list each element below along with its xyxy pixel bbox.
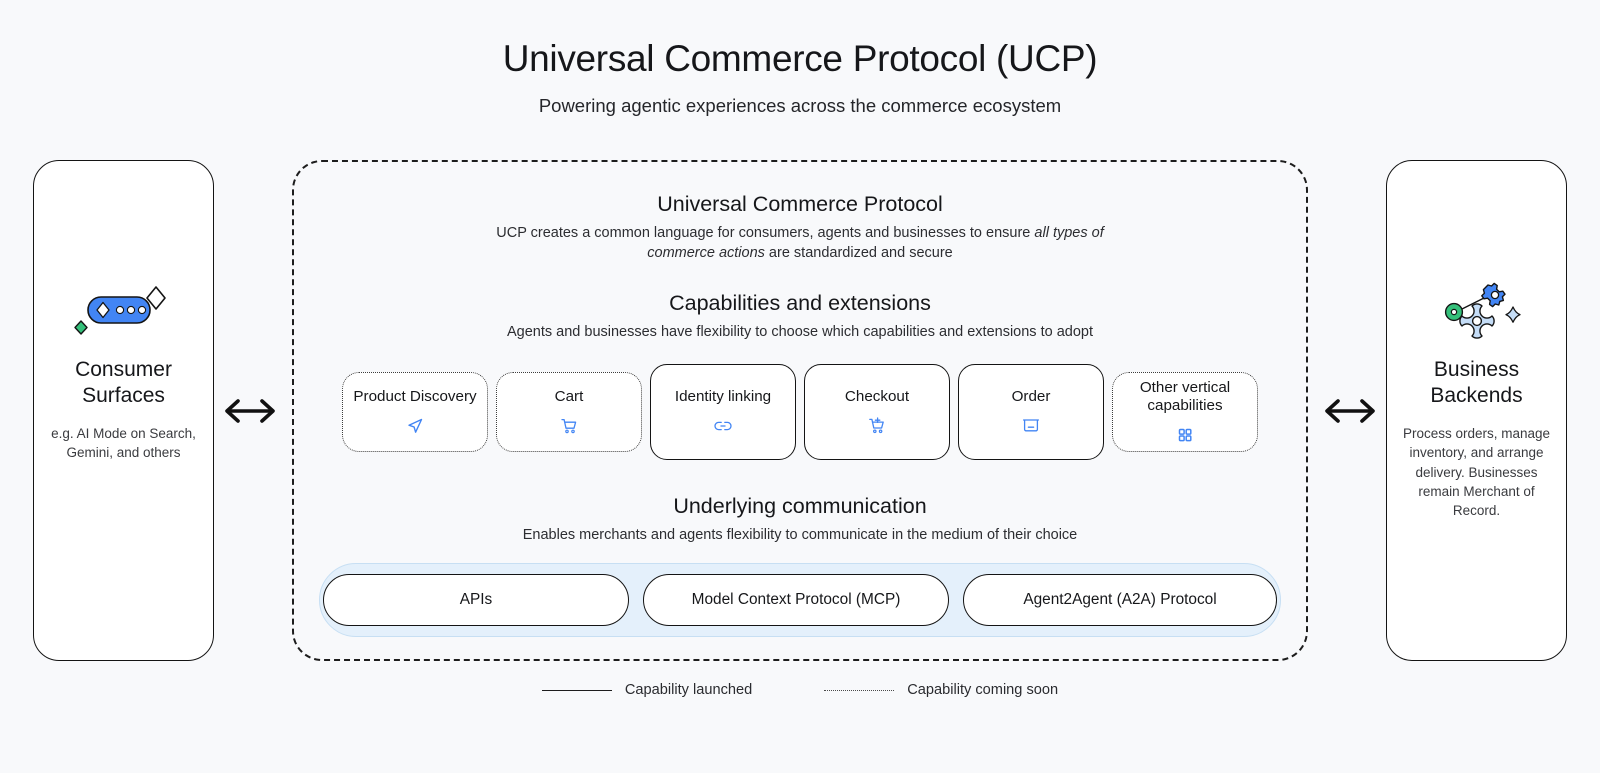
package-box-icon [1022,417,1040,435]
capability-label: Cart [554,388,584,406]
double-headed-arrow-icon [225,398,275,423]
communication-label: APIs [459,591,493,609]
right-connector [1314,160,1386,661]
diagram-stage: Consumer Surfaces e.g. AI Mode on Search… [0,160,1600,665]
communication-title: Underlying communication [673,493,927,518]
add-to-cart-icon [868,417,886,435]
ucp-subtitle-part1: UCP creates a common language for consum… [496,224,1035,241]
business-backends-description: Process orders, manage inventory, and ar… [1402,426,1551,518]
ucp-subtitle-emphasis: all types of commerce actions [647,224,1104,261]
legend-launched-label: Capability launched [624,682,753,698]
ucp-subtitle-part2: are standardized and secure [764,244,953,261]
capabilities-subtitle: Agents and businesses have flexibility t… [506,324,1093,341]
double-headed-arrow-icon [1325,398,1375,423]
left-connector [214,160,286,661]
capability-label: Checkout [844,388,910,406]
communication-pill-a2a[interactable]: Agent2Agent (A2A) Protocol [963,574,1277,627]
capability-card-other-vertical[interactable]: Other vertical capabilities [1112,371,1258,452]
capability-label: Order [1011,388,1051,406]
capability-card-order[interactable]: Order [958,363,1104,460]
ucp-container: Universal Commerce Protocol UCP creates … [292,160,1308,661]
ucp-header-block: Universal Commerce Protocol UCP creates … [470,192,1130,263]
communication-header-block: Underlying communication Enables merchan… [523,494,1078,546]
link-chain-icon [713,417,733,435]
communication-subtitle: Enables merchants and agents flexibility… [522,526,1078,543]
capability-card-cart[interactable]: Cart [496,371,642,452]
ucp-subtitle: UCP creates a common language for consum… [470,224,1130,263]
legend: Capability launched Capability coming so… [0,682,1600,698]
consumer-surfaces-panel: Consumer Surfaces e.g. AI Mode on Search… [33,160,214,661]
capability-label: Identity linking [674,388,772,406]
consumer-surfaces-description: e.g. AI Mode on Search, Gemini, and othe… [51,426,196,461]
legend-coming-soon-label: Capability coming soon [907,682,1059,698]
business-backends-panel: Business Backends Process orders, manage… [1386,160,1567,661]
gears-backend-icon [1425,279,1529,341]
capabilities-header-block: Capabilities and extensions Agents and b… [507,291,1093,343]
capabilities-title: Capabilities and extensions [669,291,931,316]
page-subtitle: Powering agentic experiences across the … [538,94,1062,116]
grid-apps-icon [1177,426,1193,444]
dotted-line-swatch [824,689,895,691]
navigation-arrow-icon [406,417,424,435]
communication-pill-mcp[interactable]: Model Context Protocol (MCP) [643,574,949,627]
capability-label: Other vertical capabilities [1139,379,1231,415]
communication-label: Model Context Protocol (MCP) [691,591,901,609]
capability-card-checkout[interactable]: Checkout [804,363,950,460]
page-title: Universal Commerce Protocol (UCP) [502,38,1098,79]
capabilities-row: Product Discovery Cart [342,360,1258,464]
legend-item-launched: Capability launched [541,682,753,698]
communication-strip: APIs Model Context Protocol (MCP) Agent2… [319,563,1281,638]
solid-line-swatch [541,689,612,691]
communication-label: Agent2Agent (A2A) Protocol [1023,591,1217,609]
capability-label: Product Discovery [353,388,477,406]
ai-sparkle-pill-icon [72,279,176,341]
shopping-cart-icon [560,417,578,435]
capability-card-product-discovery[interactable]: Product Discovery [342,371,488,452]
business-backends-title: Business Backends [1430,358,1523,407]
page-header: Universal Commerce Protocol (UCP) Poweri… [0,0,1600,117]
ucp-title: Universal Commerce Protocol [657,192,943,216]
communication-pill-apis[interactable]: APIs [323,574,629,627]
legend-item-coming-soon: Capability coming soon [824,682,1058,698]
consumer-surfaces-title: Consumer Surfaces [75,358,172,407]
capability-card-identity-linking[interactable]: Identity linking [650,363,796,460]
